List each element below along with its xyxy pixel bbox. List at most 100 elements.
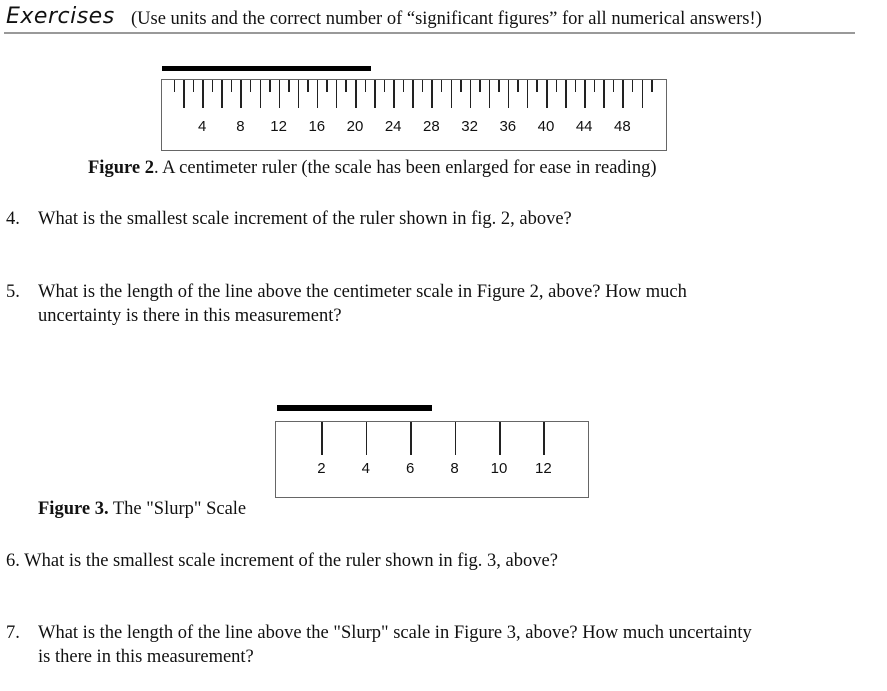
ruler-body <box>161 79 667 151</box>
question-text: What is the smallest scale increment of … <box>24 551 558 571</box>
major-tick <box>469 80 472 108</box>
minor-tick <box>307 80 309 92</box>
question-number: 7. <box>6 623 20 643</box>
tick-label: 8 <box>236 118 245 135</box>
major-tick <box>565 80 567 108</box>
section-instructions: (Use units and the correct number of “si… <box>131 9 762 29</box>
question-text-cont: uncertainty is there in this measurement… <box>38 306 342 326</box>
major-tick <box>183 80 185 108</box>
minor-tick <box>460 80 462 92</box>
major-tick <box>488 80 491 108</box>
question-number: 5. <box>6 282 20 302</box>
tick-label: 24 <box>384 118 402 135</box>
tick-label: 16 <box>308 118 326 135</box>
major-tick <box>622 80 624 108</box>
question-5: 5. What is the length of the line above t… <box>6 280 876 328</box>
minor-tick <box>402 80 405 92</box>
major-tick <box>507 80 510 108</box>
tick-label: 4 <box>361 460 370 477</box>
major-tick <box>355 80 357 108</box>
major-tick <box>454 422 457 455</box>
major-tick <box>450 80 452 108</box>
minor-tick <box>345 80 347 92</box>
caption-text: The "Slurp" Scale <box>108 499 247 519</box>
tick-label: 8 <box>450 460 459 477</box>
minor-tick <box>230 80 233 92</box>
question-number: 6. <box>6 551 20 571</box>
major-tick <box>316 80 319 108</box>
measured-line <box>277 405 433 411</box>
section-title: Exercises <box>6 4 115 29</box>
major-tick <box>393 80 395 108</box>
tick-label: 44 <box>575 118 593 135</box>
major-tick <box>374 80 376 108</box>
major-tick <box>584 80 586 108</box>
minor-tick <box>383 80 386 92</box>
tick-label: 2 <box>317 460 326 477</box>
major-tick <box>221 80 223 108</box>
minor-tick <box>517 80 519 92</box>
caption-text: . A centimeter ruler (the scale has been… <box>153 158 657 178</box>
header-divider <box>4 32 855 34</box>
tick-label: 12 <box>535 460 552 477</box>
minor-tick <box>631 80 634 92</box>
minor-tick <box>269 80 271 92</box>
minor-tick <box>173 80 176 92</box>
major-tick <box>410 422 412 455</box>
question-text: What is the length of the line above the… <box>38 623 752 643</box>
measured-line <box>162 66 372 71</box>
caption-label: Figure 2 <box>88 158 154 178</box>
tick-label: 4 <box>198 118 207 135</box>
major-tick <box>641 80 643 108</box>
figure-3-caption: Figure 3. The "Slurp" Scale <box>38 499 246 520</box>
major-tick <box>603 80 605 108</box>
question-4: 4. What is the smallest scale increment o… <box>6 207 876 231</box>
caption-label: Figure 3. <box>38 499 109 519</box>
minor-tick <box>593 80 596 92</box>
ruler-body <box>275 421 589 498</box>
minor-tick <box>326 80 328 92</box>
minor-tick <box>555 80 558 92</box>
major-tick <box>202 80 204 108</box>
tick-label: 40 <box>537 118 555 135</box>
tick-label: 28 <box>423 118 440 135</box>
major-tick <box>543 422 545 455</box>
tick-label: 48 <box>614 118 631 135</box>
major-tick <box>259 80 261 108</box>
minor-tick <box>288 80 290 92</box>
question-6: 6. What is the smallest scale increment … <box>6 549 876 573</box>
minor-tick <box>612 80 615 92</box>
minor-tick <box>479 80 481 92</box>
minor-tick <box>651 80 653 92</box>
tick-label: 32 <box>461 118 478 135</box>
tick-label: 36 <box>499 118 517 135</box>
tick-label: 12 <box>270 118 287 135</box>
question-7: 7. What is the length of the line above t… <box>6 621 876 669</box>
minor-tick <box>192 80 195 92</box>
major-tick <box>526 80 529 108</box>
minor-tick <box>574 80 577 92</box>
minor-tick <box>536 80 538 92</box>
question-text-cont: is there in this measurement? <box>38 647 254 667</box>
question-text: What is the smallest scale increment of … <box>38 209 572 229</box>
major-tick <box>335 80 338 108</box>
minor-tick <box>440 80 443 92</box>
figure-2-caption: Figure 2. A centimeter ruler (the scale … <box>88 158 656 179</box>
major-tick <box>321 422 323 455</box>
major-tick <box>278 80 281 108</box>
major-tick <box>499 422 501 455</box>
tick-label: 6 <box>406 460 415 477</box>
question-number: 4. <box>6 209 20 229</box>
major-tick <box>431 80 433 108</box>
major-tick <box>546 80 548 108</box>
tick-label: 10 <box>490 460 508 477</box>
minor-tick <box>364 80 367 92</box>
major-tick <box>365 422 368 455</box>
major-tick <box>412 80 414 108</box>
major-tick <box>240 80 242 108</box>
major-tick <box>297 80 300 108</box>
minor-tick <box>249 80 252 92</box>
minor-tick <box>498 80 500 92</box>
question-text: What is the length of the line above the… <box>38 282 687 302</box>
minor-tick <box>211 80 214 92</box>
